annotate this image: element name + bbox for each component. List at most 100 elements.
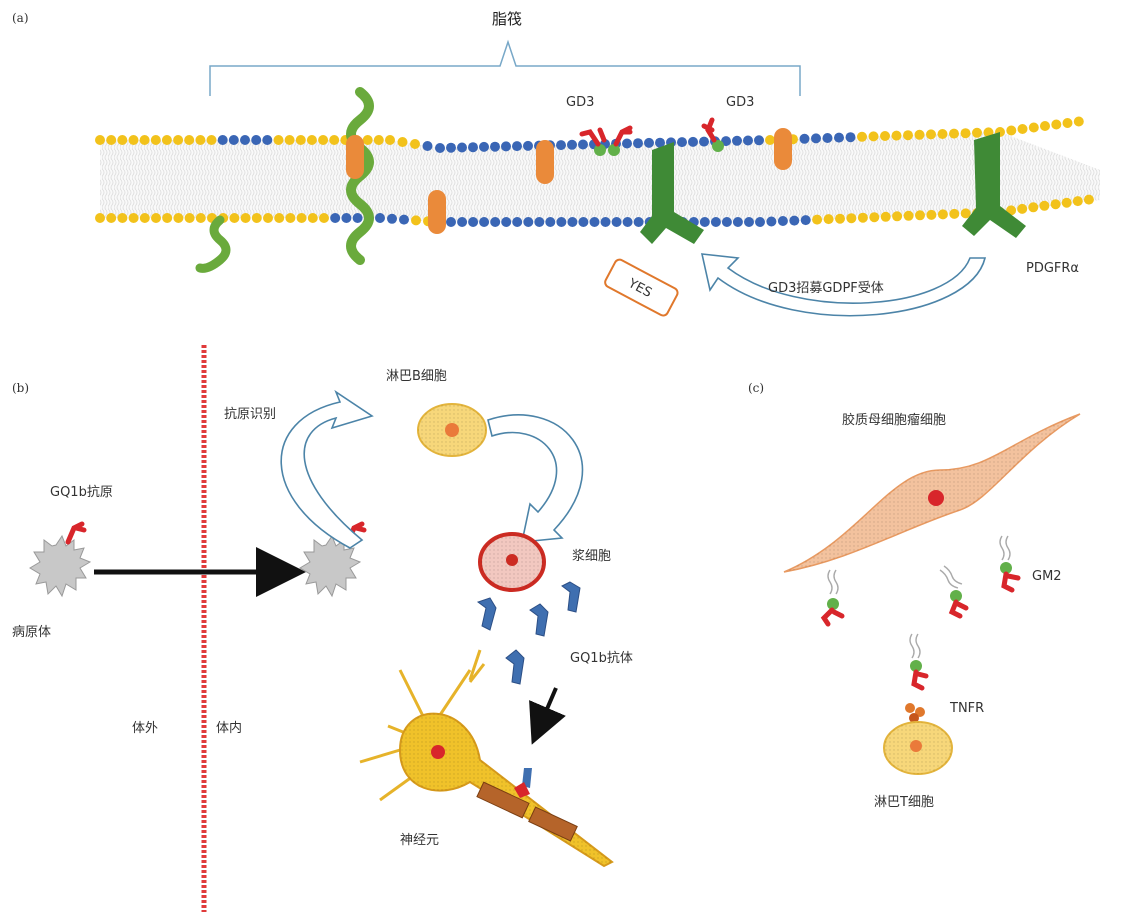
lipid-head <box>937 129 948 139</box>
lipid-head <box>139 213 150 223</box>
lipid-head <box>915 210 925 221</box>
lipid-head <box>857 212 868 223</box>
lipid-head <box>766 216 777 227</box>
pathogen-inside-icon <box>299 521 367 598</box>
lipid-head <box>1017 124 1028 134</box>
lipid-head <box>251 213 262 223</box>
lipid-head <box>446 142 456 153</box>
lipid-head <box>319 213 329 223</box>
gq1b-antibodies <box>476 581 581 685</box>
lipid-head <box>777 216 788 226</box>
raft-bracket <box>209 39 801 96</box>
lipid-head <box>468 217 479 227</box>
lipid-head <box>162 213 173 223</box>
gm2-label: GM2 <box>1032 569 1062 584</box>
lipid-head <box>263 213 273 223</box>
lipid-head <box>397 137 408 147</box>
membrane-protein-3 <box>536 140 554 184</box>
tnfr-label: TNFR <box>949 701 984 716</box>
lipid-head <box>710 217 721 227</box>
lipid-head <box>869 212 880 223</box>
lipid-head <box>744 217 754 227</box>
neuron-label: 神经元 <box>400 833 439 848</box>
b-cell <box>417 403 487 457</box>
lipid-head <box>1028 202 1039 213</box>
panel-c-label: (c) <box>748 381 764 395</box>
lipid-head <box>173 213 184 223</box>
lipid-head <box>903 210 914 221</box>
lipid-head <box>799 133 810 144</box>
lipid-head <box>240 135 250 145</box>
lipid-head <box>1006 125 1017 136</box>
lipid-head <box>868 131 879 142</box>
lipid-head <box>789 215 800 226</box>
lipid-head <box>534 217 545 227</box>
membrane-protein-1 <box>346 135 364 179</box>
lipid-head <box>600 217 611 227</box>
lipid-head <box>949 128 959 139</box>
glioblastoma-label: 胶质母细胞瘤细胞 <box>842 412 946 428</box>
lipid-head <box>743 135 753 146</box>
lipid-head <box>373 135 384 145</box>
lipid-head <box>644 137 654 148</box>
lipid-head <box>633 138 643 149</box>
lipid-head <box>285 213 296 223</box>
lipid-head <box>699 217 710 227</box>
lipid-head <box>206 135 217 145</box>
lipid-head <box>150 135 161 145</box>
lipid-head <box>422 141 433 151</box>
lipid-head <box>435 143 445 153</box>
lipid-head <box>1040 121 1050 131</box>
lipid-head <box>240 213 251 223</box>
antigen-recognition-label: 抗原识别 <box>224 407 276 422</box>
recruitment-label: GD3招募GDPF受体 <box>768 281 884 296</box>
antigen-recognition-arrow <box>280 389 374 549</box>
lipid-head <box>490 141 500 152</box>
lipid-head <box>95 135 105 145</box>
lipid-head <box>1061 197 1072 208</box>
lipid-head <box>892 211 903 222</box>
lipid-head <box>567 217 578 227</box>
yes-kinase-box: YES <box>604 258 679 317</box>
lipid-head <box>307 213 318 223</box>
lipid-head <box>512 141 522 152</box>
lipid-head <box>501 217 512 227</box>
lipid-head <box>880 211 891 222</box>
lipid-head <box>1017 203 1028 214</box>
lipid-bilayer <box>95 116 1100 227</box>
lipid-head <box>318 135 329 145</box>
lipid-head <box>699 136 709 147</box>
lipid-head <box>262 135 273 145</box>
lipid-head <box>106 213 117 223</box>
inside-body-label: 体内 <box>216 720 242 736</box>
lipid-head <box>490 217 501 227</box>
lipid-head <box>578 217 589 227</box>
b-cell-label: 淋巴B细胞 <box>386 369 447 384</box>
lipid-head <box>1028 122 1039 133</box>
lipid-head <box>523 140 533 151</box>
lipid-head <box>835 213 845 224</box>
lipid-head <box>960 208 971 219</box>
lipid-head <box>754 135 764 146</box>
lipid-head <box>903 130 913 141</box>
lipid-head <box>972 127 982 138</box>
lipid-head <box>857 131 867 142</box>
lipid-head <box>846 213 857 224</box>
plasma-cell-label: 浆细胞 <box>572 549 611 564</box>
lipid-head <box>375 213 385 223</box>
lipid-head <box>721 217 732 227</box>
lipid-head <box>732 217 743 227</box>
lipid-head <box>362 135 373 145</box>
panel-b-label: (b) <box>12 381 29 395</box>
lipid-head <box>151 213 161 223</box>
outside-body-label: 体外 <box>132 721 158 736</box>
gd3-label-left: GD3 <box>566 95 594 110</box>
gq1b-antibody-label: GQ1b抗体 <box>570 651 633 666</box>
lipid-head <box>822 133 833 143</box>
panel-a-label: (a) <box>12 11 29 25</box>
lipid-head <box>173 135 184 145</box>
lipid-head <box>523 217 534 227</box>
pathogen-label: 病原体 <box>12 625 51 640</box>
lipid-head <box>914 129 925 140</box>
lipid-head <box>611 217 622 227</box>
